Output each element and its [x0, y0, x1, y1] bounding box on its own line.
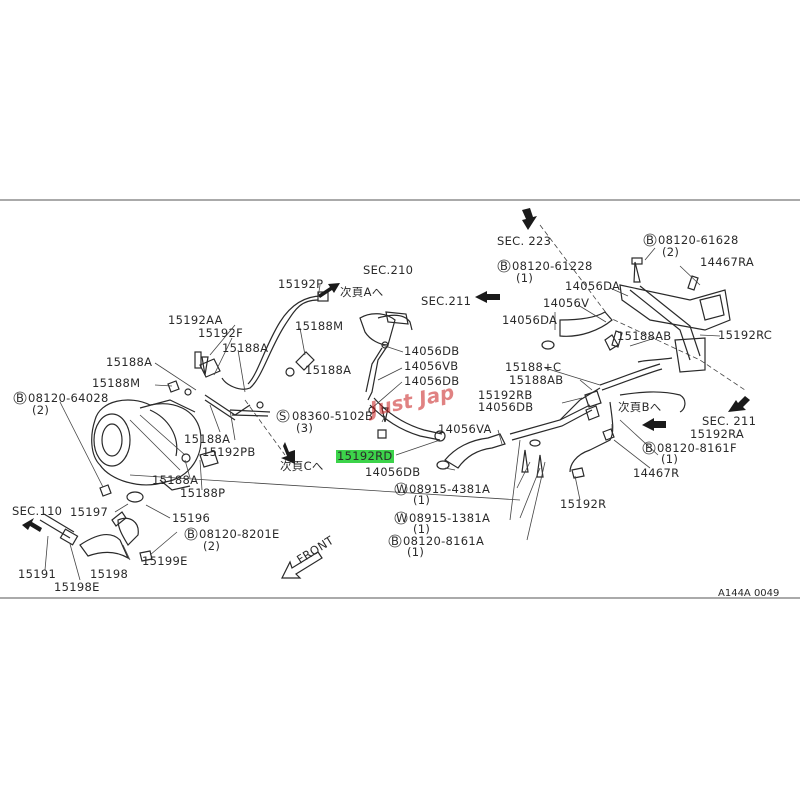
part-08120-61628-qty: (2) [662, 245, 679, 259]
sec211-right-label: SEC. 211 [702, 414, 756, 428]
part-14056DB-4: 14056DB [478, 400, 533, 414]
part-08915-1381A-qty: (1) [413, 522, 430, 536]
part-08120-8161A: 08120-8161A [403, 534, 484, 548]
part-14056VB: 14056VB [404, 359, 458, 373]
part-08120-61628: 08120-61628 [658, 233, 739, 247]
part-14467RA: 14467RA [700, 255, 754, 269]
left-oil-feed-pipes [167, 291, 329, 468]
bolt-symbol-64028: B [16, 391, 24, 405]
part-15188M-left: 15188M [92, 376, 140, 390]
part-14056VA: 14056VA [438, 422, 492, 436]
part-15192R: 15192R [560, 497, 606, 511]
part-08120-8161F-qty: (1) [661, 452, 678, 466]
part-08915-4381A-qty: (1) [413, 493, 430, 507]
part-15188A-5: 15188A [152, 473, 198, 487]
part-08915-1381A: 08915-1381A [409, 511, 490, 525]
part-15199E: 15199E [142, 554, 188, 568]
stud-symbol-5102B: S [279, 409, 287, 423]
center-water-pipes [359, 311, 593, 470]
bolt-symbol-8201E: B [187, 527, 195, 541]
part-15192F: 15192F [198, 326, 243, 340]
next-page-a-label: 次頁Aへ [340, 285, 384, 299]
oil-return-assembly [39, 491, 178, 562]
part-08120-61228-qty: (1) [516, 271, 533, 285]
bolt-symbol-61228: B [500, 259, 508, 273]
part-08120-8201E: 08120-8201E [199, 527, 280, 541]
part-15192RC: 15192RC [718, 328, 772, 342]
part-14056DA-1: 14056DA [565, 279, 620, 293]
bolt-symbol-8161A: B [391, 534, 399, 548]
next-page-c-label: 次頁Cへ [280, 459, 324, 473]
part-15188C: 15188+C [505, 360, 561, 374]
reference-lines [129, 224, 746, 521]
part-15198: 15198 [90, 567, 128, 581]
front-arrow-icon [281, 551, 323, 579]
part-15188AB-2: 15188AB [509, 373, 563, 387]
part-15188A-4: 15188A [184, 432, 230, 446]
part-15192RD: 15192RD [337, 449, 393, 463]
next-page-a-arrow-icon [318, 283, 340, 298]
part-08915-4381A: 08915-4381A [409, 482, 490, 496]
part-08120-8201E-qty: (2) [203, 539, 220, 553]
part-labels: SEC. 223 SEC.210 SEC.211 SEC. 211 SEC.11… [12, 233, 779, 599]
part-14467R: 14467R [633, 466, 679, 480]
next-page-c-arrow-icon [281, 442, 295, 464]
next-page-b-arrow-icon [642, 418, 666, 431]
part-15192AA: 15192AA [168, 313, 223, 327]
washer-symbol-4381A: W [396, 482, 408, 496]
part-14056V: 14056V [543, 296, 589, 310]
bolt-symbol-61628: B [646, 233, 654, 247]
highlight-15192RD [336, 450, 394, 463]
part-08120-8161A-qty: (1) [407, 545, 424, 559]
part-15188A-2: 15188A [106, 355, 152, 369]
part-15197: 15197 [70, 505, 108, 519]
part-15188AB-1: 15188AB [617, 329, 671, 343]
part-15192RA: 15192RA [690, 427, 744, 441]
sec223-label: SEC. 223 [497, 234, 551, 248]
part-08120-64028-qty: (2) [32, 403, 49, 417]
part-08360-5102B-qty: (3) [296, 421, 313, 435]
part-14056DA-2: 14056DA [502, 313, 557, 327]
sec211-arrow-icon [475, 291, 500, 303]
sec211-right-arrow-icon [728, 396, 750, 412]
part-08120-8161F: 08120-8161F [657, 441, 737, 455]
part-08120-61228: 08120-61228 [512, 259, 593, 273]
part-15188M-top: 15188M [295, 319, 343, 333]
sec211-label: SEC.211 [421, 294, 471, 308]
part-15192RB: 15192RB [478, 388, 533, 402]
part-14056DB-2: 14056DB [404, 374, 459, 388]
part-15188P: 15188P [180, 486, 225, 500]
part-15191: 15191 [18, 567, 56, 581]
part-14056DB-3: 14056DB [365, 465, 420, 479]
part-15192P: 15192P [278, 277, 323, 291]
part-15196: 15196 [172, 511, 210, 525]
sec223-arrow-icon [522, 208, 537, 230]
leader-lines [44, 247, 721, 581]
part-08120-64028: 08120-64028 [28, 391, 109, 405]
washer-symbol-1381A: W [396, 511, 408, 525]
part-15198E: 15198E [54, 580, 100, 594]
part-08360-5102B: 08360-5102B [292, 409, 373, 423]
figure-code: A144A 0049 [718, 588, 779, 599]
sec110-arrow-icon [22, 518, 42, 532]
sec110-label: SEC.110 [12, 504, 62, 518]
bolt-symbol-8161F: B [645, 441, 653, 455]
next-page-b-label: 次頁Bへ [618, 400, 662, 414]
part-14056DB-1: 14056DB [404, 344, 459, 358]
right-pipe-assembly [521, 257, 731, 479]
part-15192PB: 15192PB [202, 445, 256, 459]
part-15188A-1: 15188A [222, 341, 268, 355]
part-15188A-3: 15188A [305, 363, 351, 377]
turbocharger-assembly [59, 399, 202, 497]
sec210-label: SEC.210 [363, 263, 413, 277]
